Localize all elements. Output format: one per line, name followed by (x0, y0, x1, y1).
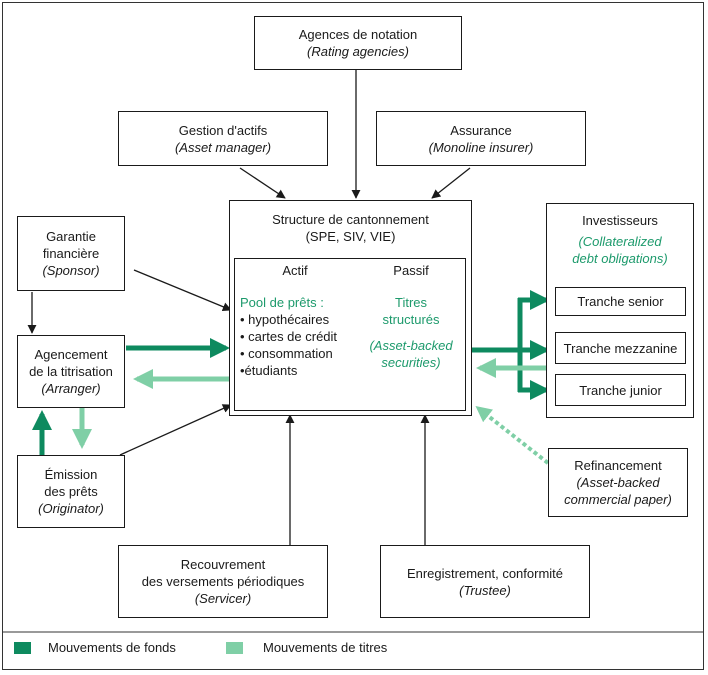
titres-sub1: (Asset-backed (369, 338, 453, 353)
servicer-line1: Recouvrement (180, 557, 266, 572)
refinancing-sub1: (Asset-backed (576, 475, 660, 490)
tranche-mezzanine-label: Tranche mezzanine (563, 340, 678, 356)
refinancing-box: Refinancement (Asset-backed commercial p… (548, 448, 688, 517)
structure-subtitle: (SPE, SIV, VIE) (305, 229, 396, 244)
originator-subtitle: (Originator) (38, 501, 104, 516)
originator-line1: Émission (44, 467, 98, 482)
rating-agencies-subtitle: (Rating agencies) (307, 44, 409, 59)
pool-title: Pool de prêts : (240, 295, 324, 310)
servicer-box: Recouvrement des versements périodiques … (118, 545, 328, 618)
arranger-line1: Agencement (34, 347, 108, 362)
tranche-junior-label: Tranche junior (579, 382, 662, 398)
legend-funds-label: Mouvements de fonds (48, 640, 176, 655)
sponsor-line1: Garantie (46, 229, 96, 244)
investors-sub2: debt obligations) (572, 251, 668, 266)
rating-agencies-box: Agences de notation (Rating agencies) (254, 16, 462, 70)
investors-sub1: (Collateralized (578, 234, 662, 249)
legend-securities-label: Mouvements de titres (263, 640, 388, 655)
tranche-senior-box: Tranche senior (555, 287, 686, 316)
sponsor-subtitle: (Sponsor) (42, 263, 100, 278)
pool-item: •étudiants (240, 363, 298, 378)
trustee-subtitle: (Trustee) (459, 582, 511, 598)
pool-item: • cartes de crédit (240, 329, 338, 344)
rating-agencies-title: Agences de notation (298, 27, 418, 42)
titres-line1: Titres (394, 295, 428, 310)
insurance-box: Assurance (Monoline insurer) (376, 111, 586, 166)
insurance-subtitle: (Monoline insurer) (428, 139, 534, 155)
structure-inner-table (234, 258, 466, 411)
asset-manager-title: Gestion d'actifs (178, 122, 268, 138)
titres-sub2: securities) (381, 355, 441, 370)
tranche-senior-label: Tranche senior (577, 294, 664, 309)
sponsor-box: Garantie financière (Sponsor) (17, 216, 125, 291)
asset-manager-box: Gestion d'actifs (Asset manager) (118, 111, 328, 166)
arrow-originator-to-structure (119, 404, 232, 456)
tranche-mezzanine-box: Tranche mezzanine (555, 332, 686, 364)
arranger-subtitle: (Arranger) (41, 381, 101, 396)
legend-funds-swatch (14, 642, 31, 654)
asset-manager-subtitle: (Asset manager) (174, 139, 272, 155)
servicer-line2: des versements périodiques (141, 574, 305, 589)
arranger-box: Agencement de la titrisation (Arranger) (17, 335, 125, 408)
investors-title: Investisseurs (582, 213, 658, 228)
legend-securities-swatch (226, 642, 243, 654)
pool-list: • hypothécaires • cartes de crédit • con… (240, 311, 337, 379)
securities-arrow-refinancing-to-structure (475, 406, 550, 465)
arrow-insurer-to-structure (431, 167, 471, 199)
refinancing-title: Refinancement (574, 458, 662, 473)
originator-box: Émission des prêts (Originator) (17, 455, 125, 528)
structure-title: Structure de cantonnement (272, 212, 429, 227)
arrow-assetmgr-to-structure (239, 167, 286, 199)
arranger-line2: de la titrisation (29, 364, 113, 379)
titres-line2: structurés (382, 312, 440, 327)
arrow-sponsor-to-structure (133, 269, 232, 312)
insurance-title: Assurance (450, 122, 512, 138)
pool-item: • consommation (240, 346, 333, 361)
passif-header: Passif (393, 263, 429, 278)
pool-item: • hypothécaires (240, 312, 330, 327)
trustee-box: Enregistrement, conformité (Trustee) (380, 545, 590, 618)
structure-box: Structure de cantonnement (SPE, SIV, VIE… (229, 200, 472, 416)
sponsor-line2: financière (42, 246, 100, 261)
servicer-subtitle: (Servicer) (194, 591, 252, 606)
originator-line2: des prêts (44, 484, 98, 499)
tranche-junior-box: Tranche junior (555, 374, 686, 406)
actif-header: Actif (282, 263, 308, 278)
trustee-title: Enregistrement, conformité (406, 565, 564, 581)
refinancing-sub2: commercial paper) (564, 492, 672, 507)
